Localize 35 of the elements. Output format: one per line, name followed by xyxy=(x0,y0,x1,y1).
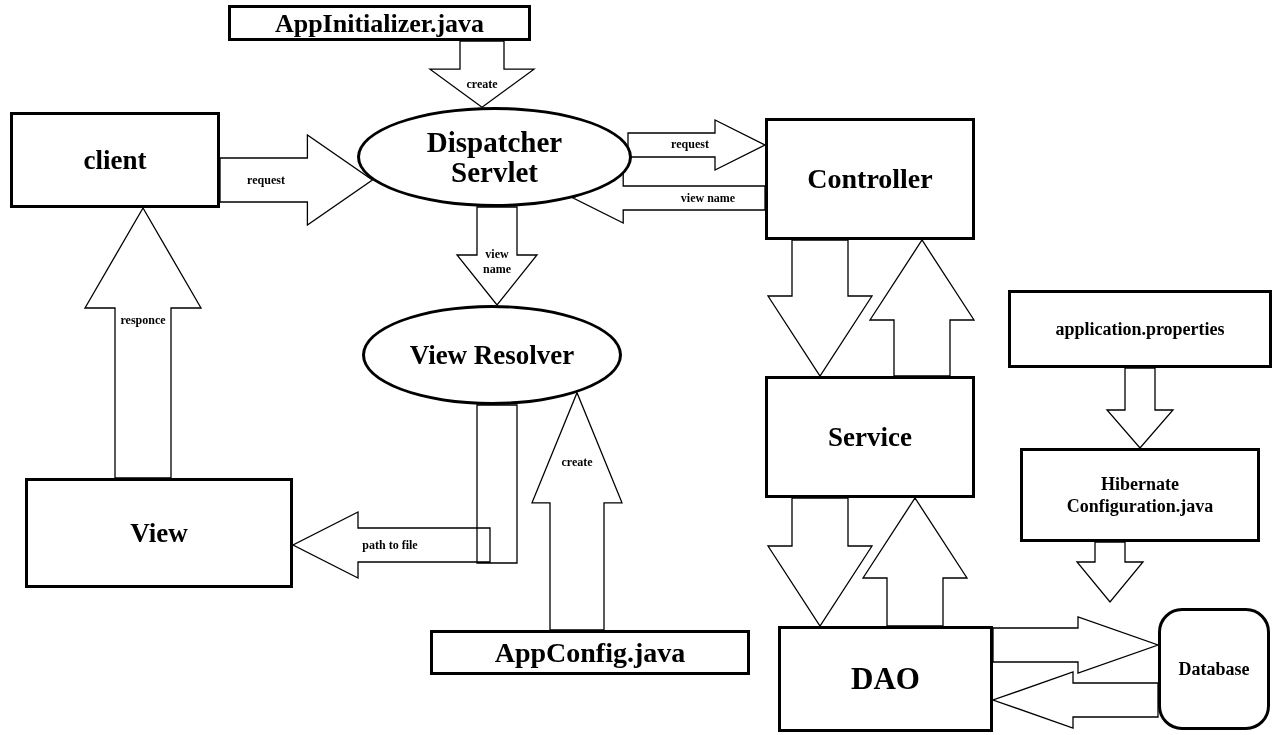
node-label: AppInitializer.java xyxy=(274,7,485,40)
block-arrow xyxy=(868,238,976,377)
block-arrow xyxy=(531,391,623,631)
node-label: Controller xyxy=(807,162,933,196)
node-label: Hibernate Configuration.java xyxy=(1065,472,1215,518)
process-box xyxy=(1008,290,1272,368)
process-box xyxy=(765,118,975,240)
node-label: Dispatcher Servlet xyxy=(425,126,564,188)
block-arrow xyxy=(766,497,874,628)
process-box xyxy=(228,5,531,41)
block-arrow xyxy=(766,239,874,378)
process-box xyxy=(778,626,993,732)
process-box xyxy=(1020,448,1260,542)
block-arrow xyxy=(861,496,969,627)
process-box xyxy=(765,376,975,498)
block-arrow xyxy=(992,616,1160,674)
block-arrow xyxy=(991,671,1159,729)
node-label: View xyxy=(130,516,188,550)
block-arrow xyxy=(83,206,203,479)
block-arrow xyxy=(1105,367,1175,449)
node-label: View Resolver xyxy=(409,338,575,372)
process-box xyxy=(25,478,293,588)
node-label: DAO xyxy=(851,659,920,698)
node-label: client xyxy=(83,143,147,177)
process-box xyxy=(430,630,750,675)
block-arrow xyxy=(219,133,374,227)
node-label: application.properties xyxy=(1055,317,1225,341)
process-box xyxy=(10,112,220,208)
node-label: AppConfig.java xyxy=(494,635,686,670)
node-label: Database xyxy=(1178,657,1250,681)
database-box xyxy=(1158,608,1270,730)
node-label: Service xyxy=(828,420,912,454)
block-arrow xyxy=(291,404,518,580)
edge-label: path to file xyxy=(361,537,419,553)
block-arrow xyxy=(1075,541,1145,604)
